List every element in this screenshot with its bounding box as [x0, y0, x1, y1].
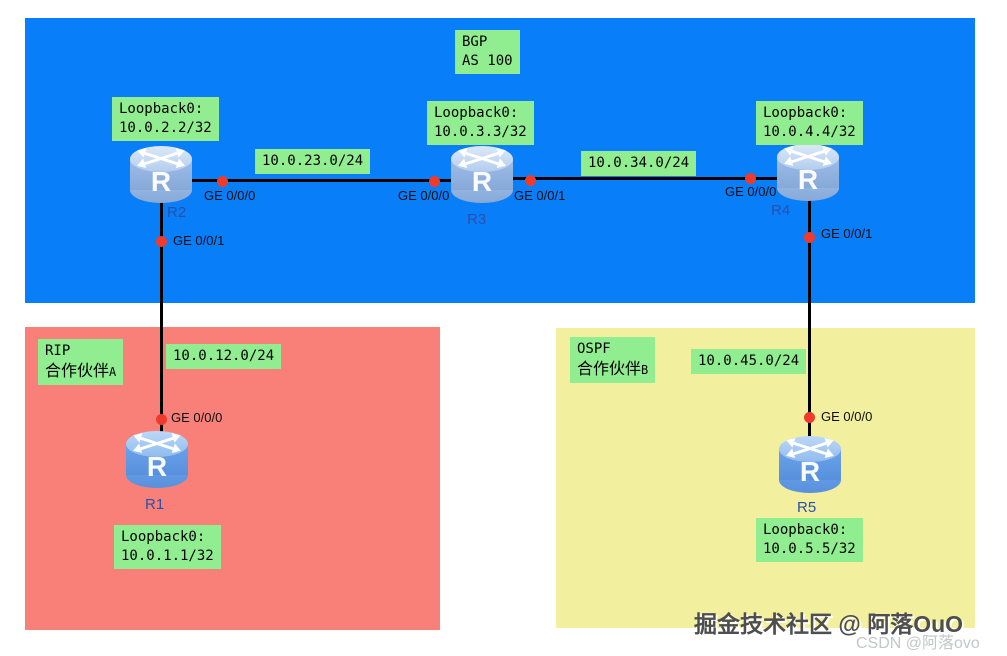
router-name-r4: R4: [771, 202, 791, 219]
loopback-label-r4: Loopback0: 10.0.4.4/32: [756, 101, 863, 145]
router-r5[interactable]: R: [779, 436, 841, 494]
loopback-label-r2: Loopback0: 10.0.2.2/32: [112, 97, 219, 141]
router-name-r3: R3: [467, 211, 487, 228]
interface-dot-r2-ge001: [156, 236, 167, 247]
rip-protocol: RIP: [45, 343, 71, 359]
bgp-label-line2: AS 100: [462, 53, 513, 69]
router-r-glyph: R: [471, 166, 493, 197]
router-r-glyph: R: [799, 456, 821, 487]
iflabel-r1-ge000: GE 0/0/0: [171, 410, 223, 425]
iflabel-r4-ge001: GE 0/0/1: [821, 226, 873, 241]
bgp-label-line1: BGP: [462, 34, 488, 50]
interface-dot-r2-ge000: [217, 176, 228, 187]
loopback-address: 10.0.2.2/32: [119, 120, 212, 136]
iflabel-r3-ge001: GE 0/0/1: [514, 188, 566, 203]
iflabel-r4-ge000: GE 0/0/0: [725, 184, 777, 199]
subnet-label-r3r4: 10.0.34.0/24: [581, 151, 697, 176]
router-r1[interactable]: R: [126, 431, 188, 489]
ospf-partner-suffix: B: [641, 363, 649, 377]
link-r4-r5: [808, 197, 811, 442]
loopback-title: Loopback0:: [121, 529, 206, 545]
router-r4[interactable]: R: [777, 144, 839, 202]
interface-dot-r3-ge000: [429, 176, 440, 187]
router-name-r1: R1: [145, 496, 165, 513]
router-r-glyph: R: [146, 451, 168, 482]
bgp-as-label: BGP AS 100: [455, 30, 520, 74]
loopback-title: Loopback0:: [119, 101, 204, 117]
router-r3[interactable]: R: [451, 146, 513, 204]
rip-zone-label: RIP 合作伙伴A: [38, 339, 124, 385]
subnet-label-r4r5: 10.0.45.0/24: [691, 349, 807, 374]
loopback-label-r1: Loopback0: 10.0.1.1/32: [114, 525, 221, 569]
routing-arrows-icon: [779, 436, 841, 462]
routing-arrows-icon: [126, 431, 188, 457]
router-r-glyph: R: [150, 166, 172, 197]
interface-dot-r4-ge001: [804, 232, 815, 243]
ospf-partner-text: 合作伙伴: [577, 359, 642, 378]
routing-arrows-icon: [451, 146, 513, 172]
router-name-r2: R2: [167, 204, 187, 221]
watermark-juejin: 掘金技术社区 @ 阿落OuO: [694, 611, 964, 637]
loopback-address: 10.0.4.4/32: [763, 124, 856, 140]
rip-partner-text: 合作伙伴: [45, 361, 110, 380]
iflabel-r3-ge000: GE 0/0/0: [398, 188, 450, 203]
loopback-address: 10.0.3.3/32: [434, 124, 527, 140]
iflabel-r5-ge000: GE 0/0/0: [821, 409, 873, 424]
link-r2-r3: [191, 179, 453, 182]
interface-dot-r1-ge000: [156, 414, 167, 425]
iflabel-r2-ge000: GE 0/0/0: [204, 188, 256, 203]
subnet-label-r1r2: 10.0.12.0/24: [166, 344, 282, 369]
subnet-label-r2r3: 10.0.23.0/24: [255, 149, 371, 174]
ospf-zone-label: OSPF 合作伙伴B: [570, 337, 656, 383]
link-r2-r1: [160, 199, 163, 435]
routing-arrows-icon: [777, 144, 839, 170]
router-name-r5: R5: [797, 499, 817, 516]
interface-dot-r4-ge000: [745, 173, 756, 184]
watermark-csdn: CSDN @阿落ovo: [856, 635, 980, 652]
loopback-label-r5: Loopback0: 10.0.5.5/32: [756, 518, 863, 562]
loopback-title: Loopback0:: [763, 105, 848, 121]
routing-arrows-icon: [130, 146, 192, 172]
loopback-title: Loopback0:: [434, 105, 519, 121]
rip-partner-suffix: A: [109, 365, 117, 379]
link-r3-r4: [512, 177, 778, 180]
interface-dot-r3-ge001: [525, 175, 536, 186]
loopback-address: 10.0.1.1/32: [121, 548, 214, 564]
iflabel-r2-ge001: GE 0/0/1: [173, 233, 225, 248]
router-r-glyph: R: [797, 164, 819, 195]
interface-dot-r5-ge000: [804, 412, 815, 423]
loopback-label-r3: Loopback0: 10.0.3.3/32: [427, 101, 534, 145]
router-r2[interactable]: R: [130, 146, 192, 204]
loopback-title: Loopback0:: [763, 522, 848, 538]
ospf-protocol: OSPF: [577, 341, 611, 357]
loopback-address: 10.0.5.5/32: [763, 541, 856, 557]
